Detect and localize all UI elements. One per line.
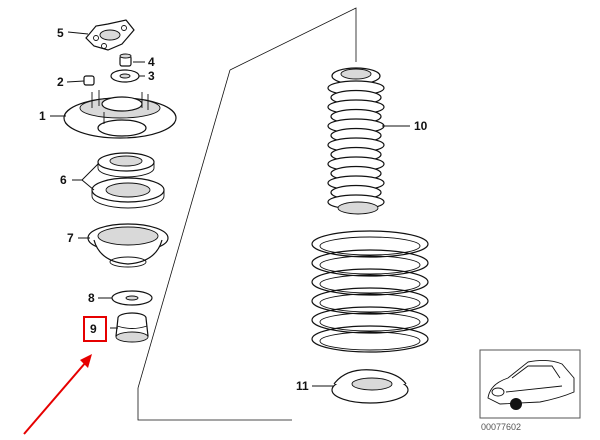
spring-coil [311, 287, 429, 315]
spring-coil-inner [319, 331, 421, 351]
spring-coil [311, 268, 429, 296]
part-11-lower-spring-pad [331, 369, 409, 404]
callout-7: 7 [67, 231, 74, 245]
callout-6: 6 [60, 173, 67, 187]
part-6-spring-seat [91, 177, 165, 209]
spring-coil [311, 306, 429, 334]
callout-3: 3 [148, 69, 155, 83]
part-5-upper-mount-plate [85, 19, 135, 51]
thumbnail-code: 00077602 [481, 422, 521, 432]
spring-coil [311, 249, 429, 277]
callout-1: 1 [39, 109, 46, 123]
part-4-nut [119, 53, 132, 67]
assembly-guide-line [137, 7, 357, 421]
callout-8: 8 [88, 291, 95, 305]
spring-coil-inner [319, 274, 421, 294]
part-1-strut-mount [63, 90, 177, 139]
callout-2: 2 [57, 75, 64, 89]
leader-lines [50, 31, 410, 387]
location-dot [510, 398, 522, 410]
vehicle-thumbnail: 00077602 [479, 349, 581, 432]
highlight-arrowhead [80, 354, 92, 368]
spring-coil [311, 230, 429, 258]
part-8-washer [111, 290, 153, 306]
part-6-upper-bearing [97, 152, 155, 178]
part-2-small-nut [83, 75, 95, 86]
part-3-washer [110, 69, 140, 83]
highlight-box [83, 316, 107, 342]
spring-coil-inner [319, 255, 421, 275]
part-10-boot-bellows [327, 80, 385, 215]
spring-coil-inner [319, 236, 421, 256]
bellows-base [337, 201, 379, 215]
spring-coil-inner [319, 312, 421, 332]
callout-4: 4 [148, 55, 155, 69]
highlight-marker [23, 316, 107, 435]
callout-labels: 5 4 3 2 1 6 7 8 9 10 11 [39, 26, 428, 393]
callout-11: 11 [296, 379, 309, 393]
spring-coil [311, 325, 429, 353]
spring-coil-inner [319, 293, 421, 313]
callout-5: 5 [57, 26, 64, 40]
callout-10: 10 [414, 119, 428, 133]
part-7-spring-isolator [87, 223, 169, 268]
part-9-bump-stop [115, 312, 149, 343]
callout-9: 9 [90, 322, 97, 336]
coil-spring [311, 230, 429, 353]
highlight-arrow [23, 361, 87, 435]
